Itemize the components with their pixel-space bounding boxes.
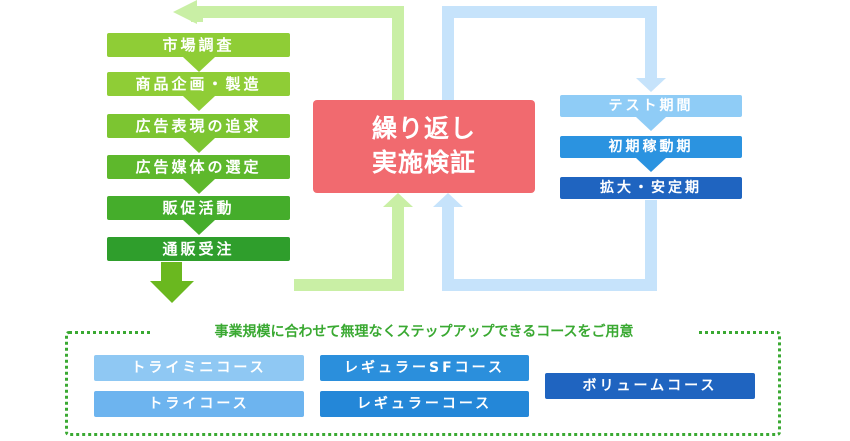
- step-chevron: [183, 96, 215, 111]
- course-volume: ボリュームコース: [545, 373, 755, 399]
- phase-chevron: [636, 158, 666, 172]
- blue-loop-bottom-path: [442, 200, 657, 291]
- green-loop-left-arrowhead: [173, 0, 197, 24]
- course-heading: 事業規模に合わせて無理なくステップアップできるコースをご用意: [152, 321, 696, 343]
- course-try: トライコース: [94, 391, 304, 417]
- blue-loop-up-arrowhead: [433, 193, 463, 207]
- step-chevron: [183, 57, 215, 72]
- course-regular: レギュラーコース: [320, 391, 529, 417]
- phase-expansion: 拡大・安定期: [560, 177, 742, 199]
- step-market-research: 市場調査: [107, 33, 290, 57]
- center-title-line1: 繰り返し: [371, 114, 476, 143]
- step-chevron: [183, 179, 215, 194]
- step-media-selection: 広告媒体の選定: [107, 155, 290, 179]
- phase-test: テスト期間: [560, 95, 742, 117]
- step-order-receiving: 通販受注: [107, 237, 290, 261]
- step-product-planning: 商品企画・製造: [107, 72, 290, 96]
- green-loop-path: [294, 200, 404, 291]
- phase-chevron: [636, 117, 666, 131]
- center-title-line2: 実施検証: [371, 148, 476, 177]
- blue-loop-top-path: [442, 6, 657, 100]
- repeat-verify-box: 繰り返し 実施検証: [313, 100, 535, 193]
- course-try-mini: トライミニコース: [94, 355, 304, 381]
- phase-initial: 初期稼動期: [560, 136, 742, 158]
- step-chevron: [183, 220, 215, 235]
- blue-loop-down-arrowhead: [636, 78, 666, 92]
- step-chevron: [183, 138, 215, 153]
- course-regular-sf: レギュラーSFコース: [320, 355, 529, 381]
- step-ad-expression: 広告表現の追求: [107, 114, 290, 138]
- step-promotion: 販促活動: [107, 196, 290, 220]
- down-arrow-icon: [150, 281, 194, 303]
- green-loop-up-arrowhead: [383, 193, 413, 207]
- down-arrow-shaft: [161, 262, 182, 282]
